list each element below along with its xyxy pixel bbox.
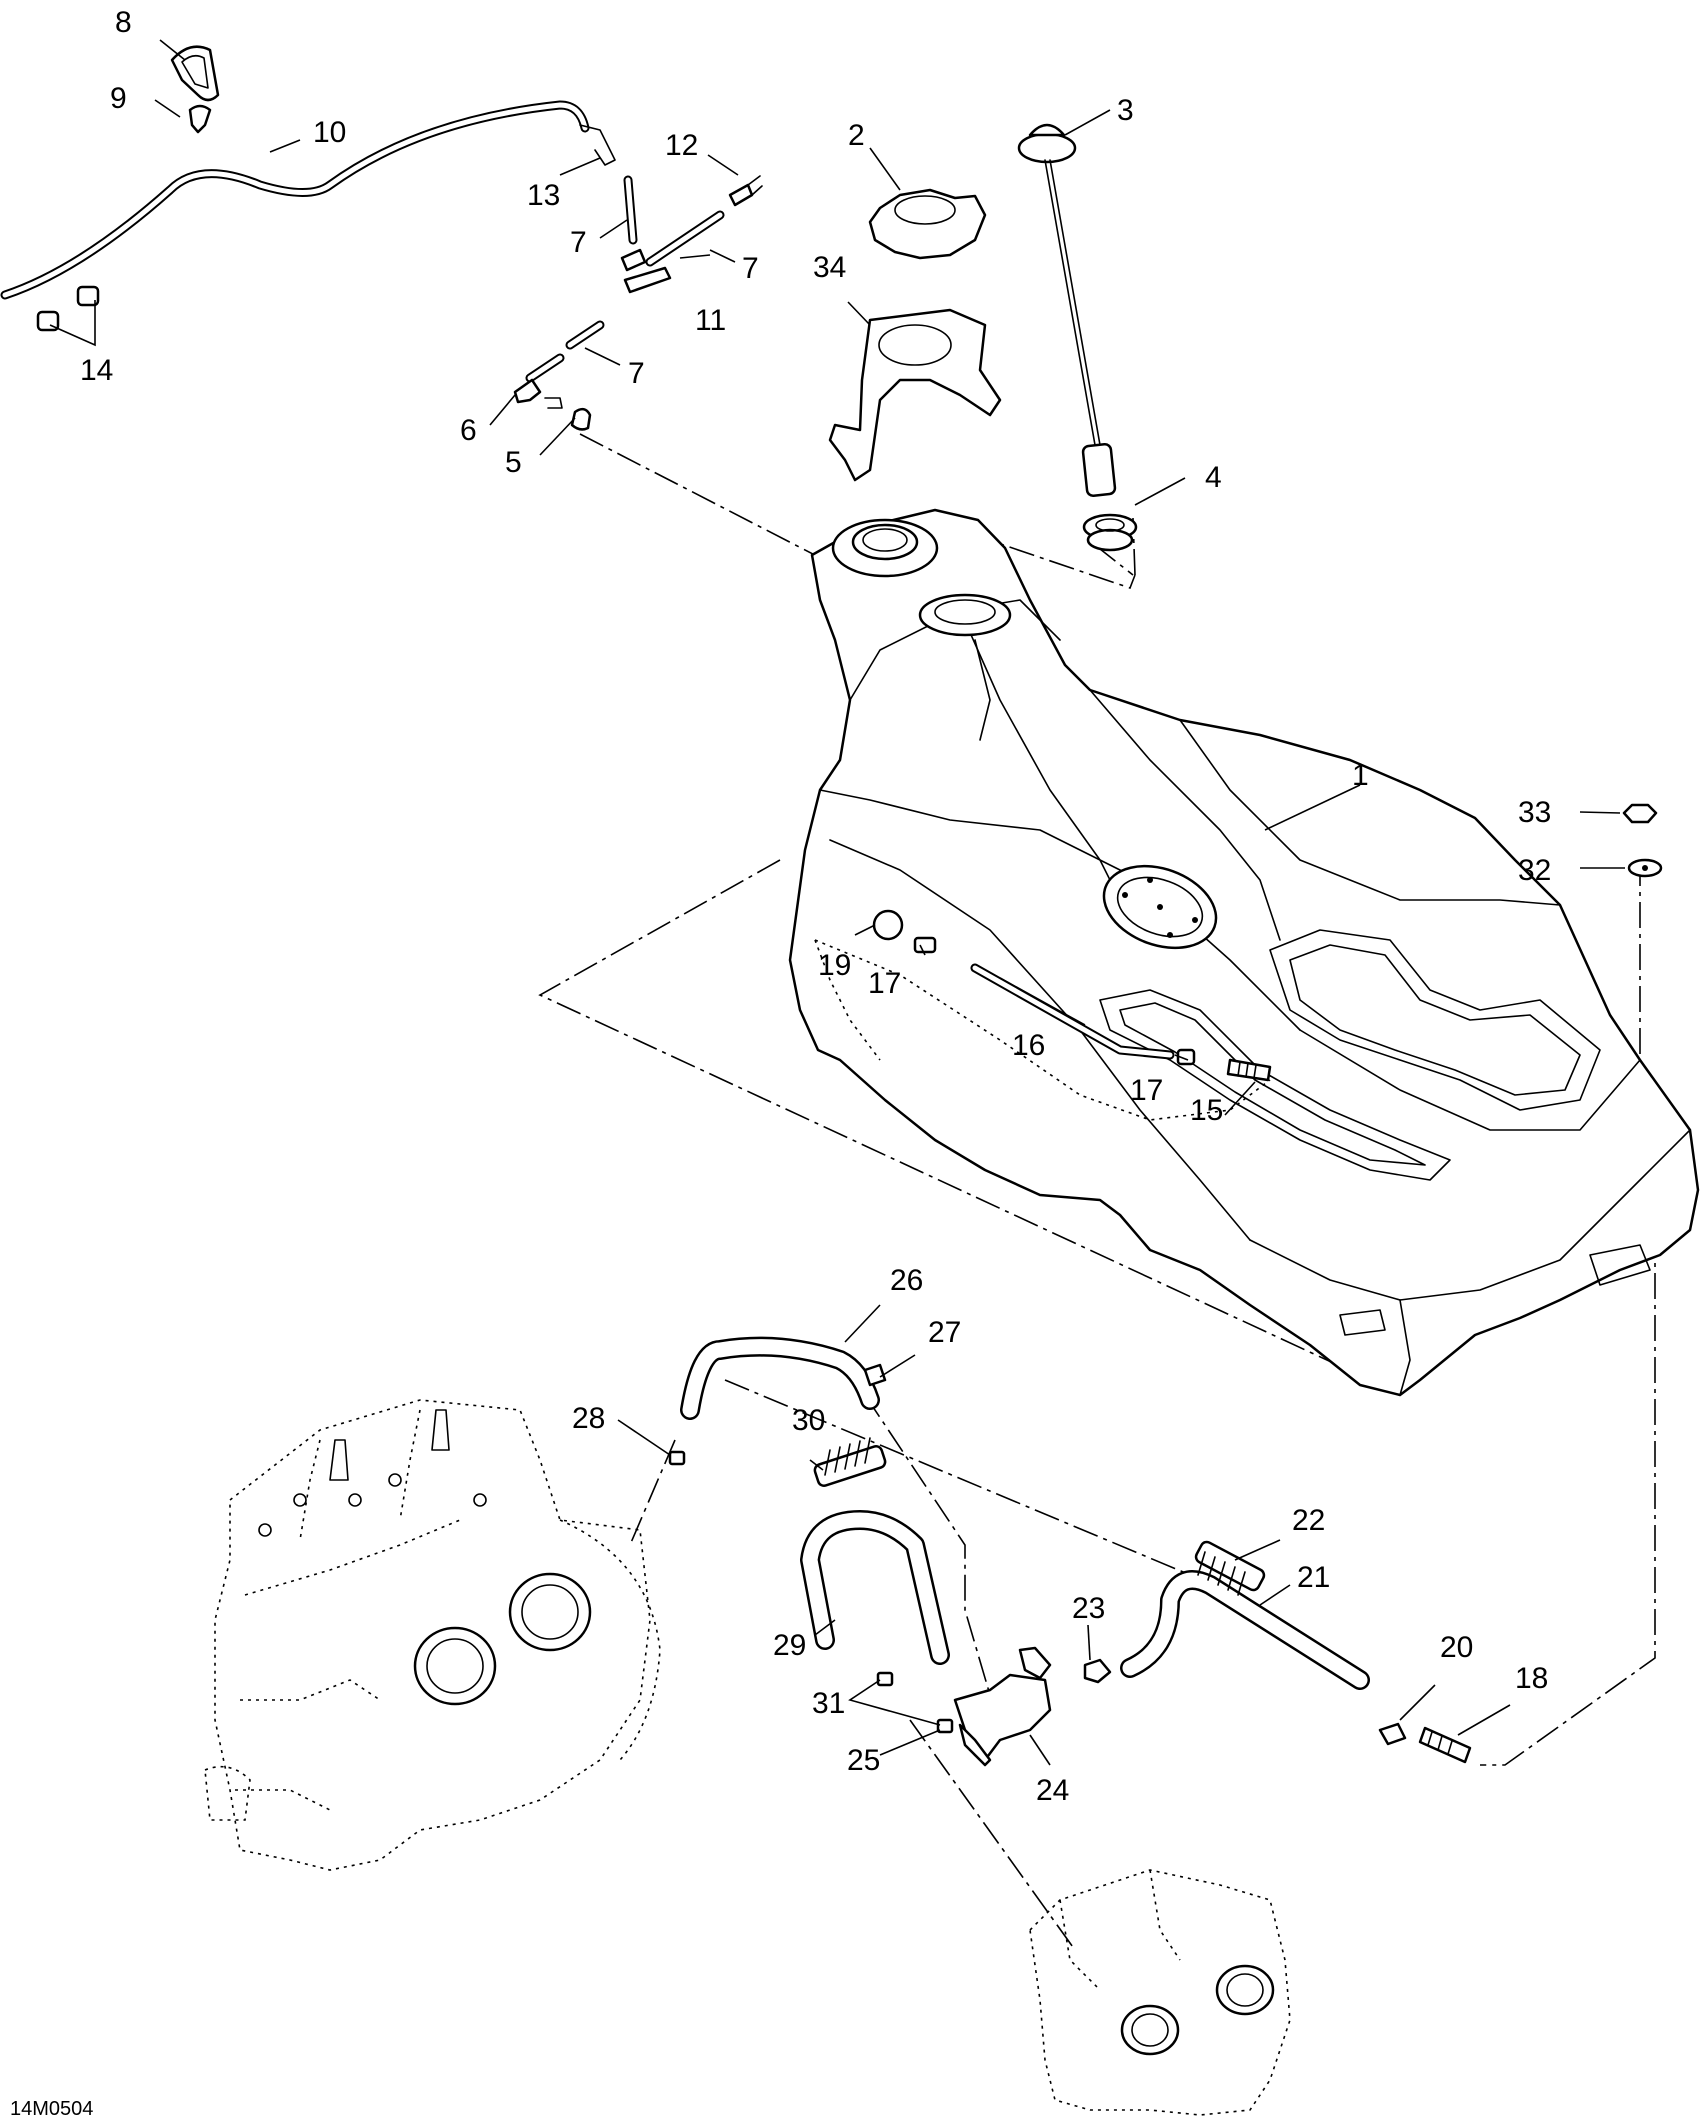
callout-7-c: 7 [628,357,645,390]
callout-15: 15 [1190,1094,1223,1127]
callout-28: 28 [572,1402,605,1435]
callout-19: 19 [818,949,851,982]
callout-1: 1 [1352,759,1369,792]
callout-9: 9 [110,82,127,115]
tank-pickup-line [872,909,1272,1082]
vent-line-assembly [0,100,763,431]
fuel-cap [868,188,987,260]
callout-27: 27 [928,1316,961,1349]
callout-34: 34 [813,251,846,284]
callout-30: 30 [792,1404,825,1437]
callout-18: 18 [1515,1662,1548,1695]
callout-31: 31 [812,1687,845,1720]
engine-fuel-hose [668,1336,887,1466]
spring-30 [813,1437,887,1487]
callout-17-b: 17 [1130,1074,1163,1107]
vent-cover [170,45,220,134]
callout-17-a: 17 [868,967,901,1000]
callout-6: 6 [460,414,477,447]
callout-14: 14 [80,354,113,387]
callout-33: 33 [1518,796,1551,829]
callout-5: 5 [505,446,522,479]
callout-22: 22 [1292,1504,1325,1537]
callout-labels: 1 2 3 4 5 6 7 7 7 8 9 10 11 12 13 14 15 … [80,6,1551,1807]
callout-7-b: 7 [742,252,759,285]
callout-10: 10 [313,116,346,149]
callout-2: 2 [848,119,865,152]
callout-23: 23 [1072,1592,1105,1625]
callout-12: 12 [665,129,698,162]
callout-32: 32 [1518,854,1551,887]
leader-lines [49,39,1625,1766]
callout-24: 24 [1036,1774,1069,1807]
callout-16: 16 [1012,1029,1045,1062]
callout-25: 25 [847,1744,880,1777]
callout-29: 29 [773,1629,806,1662]
callout-3: 3 [1117,94,1134,127]
carburetors [1029,1869,1291,2116]
callout-26: 26 [890,1264,923,1297]
callout-11: 11 [695,304,726,337]
fuel-tank [788,508,1700,1397]
callout-7-a: 7 [570,226,587,259]
callout-13: 13 [527,179,560,212]
fuel-gauge-sender [1017,123,1117,497]
spring-22 [1194,1540,1266,1596]
outlet-hose [1083,1540,1472,1764]
nut-and-washer [1622,803,1663,878]
filler-neck-bracket [828,308,1002,482]
gauge-grommet [1082,513,1138,552]
engine [204,1399,661,1871]
diagram-code: 14M0504 [10,2098,93,2120]
clips [36,285,100,332]
callout-20: 20 [1440,1631,1473,1664]
callout-8: 8 [115,6,132,39]
callout-21: 21 [1297,1561,1330,1594]
fuel-pump-assembly [800,1437,1052,1767]
callout-4: 4 [1205,461,1222,494]
